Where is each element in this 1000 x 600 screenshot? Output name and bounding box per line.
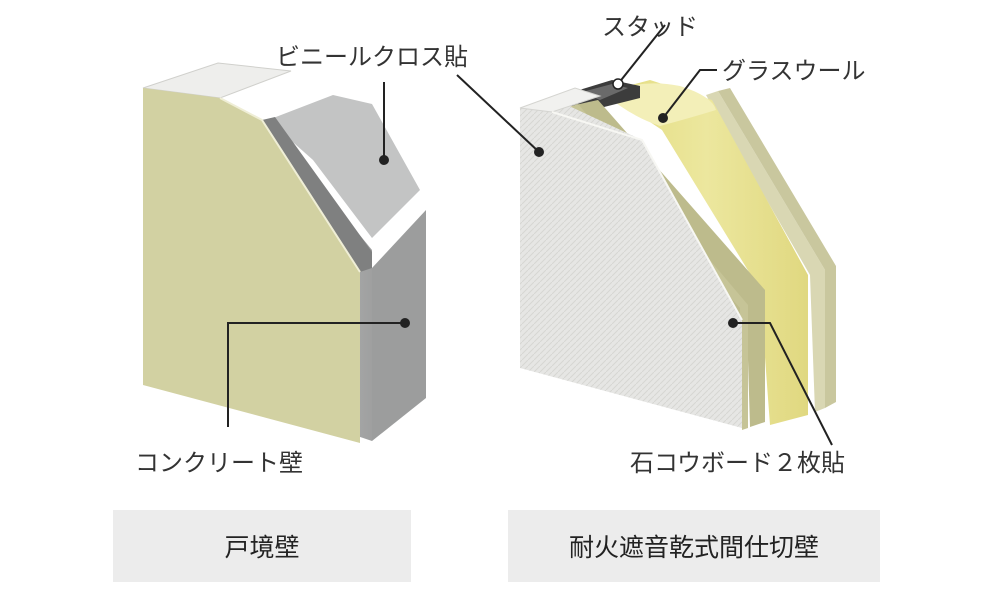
label-gypsum-board: 石コウボード２枚貼 <box>630 449 846 477</box>
dot-vinyl-cloth <box>379 155 389 165</box>
leader-glass-wool <box>662 69 717 119</box>
dot-glass-wool <box>658 113 668 123</box>
leader-dots <box>379 78 738 328</box>
textured-front-board <box>520 98 742 428</box>
back-board-edge <box>718 88 836 408</box>
leader-concrete <box>227 322 405 427</box>
left-wall-front-face <box>143 88 360 443</box>
left-caption: 戸境壁 <box>224 533 300 562</box>
right-caption: 耐火遮音乾式間仕切壁 <box>568 533 819 562</box>
leader-lines <box>227 24 833 446</box>
leader-stud <box>617 24 666 85</box>
right-caption-box: 耐火遮音乾式間仕切壁 <box>508 510 880 582</box>
concrete-side-face <box>372 210 426 441</box>
front-board-edge <box>551 111 743 321</box>
left-wall-edge <box>219 97 361 273</box>
glass-wool-block <box>605 80 808 425</box>
label-concrete-wall: コンクリート壁 <box>135 449 303 477</box>
front-board-top <box>519 87 602 113</box>
back-board-face <box>706 91 825 412</box>
dot-gypsum-board <box>728 318 738 328</box>
concrete-party-wall-graphic <box>142 62 426 443</box>
drywall-partition-graphic <box>519 80 836 430</box>
dot-concrete <box>400 318 410 328</box>
concrete-top-face <box>268 95 420 238</box>
left-caption-box: 戸境壁 <box>113 510 411 582</box>
left-wall-top-face <box>142 62 292 99</box>
vinyl-cloth-layer <box>262 117 372 272</box>
dot-stud <box>612 78 624 90</box>
label-vinyl-cloth: ビニールクロス貼 <box>276 43 468 71</box>
leader-gypsum-board <box>456 74 540 153</box>
dot-front-board <box>534 147 544 157</box>
label-stud: スタッド <box>602 13 698 41</box>
leader-gypsum-board-2 <box>733 322 833 446</box>
label-glass-wool: グラスウール <box>722 57 866 85</box>
